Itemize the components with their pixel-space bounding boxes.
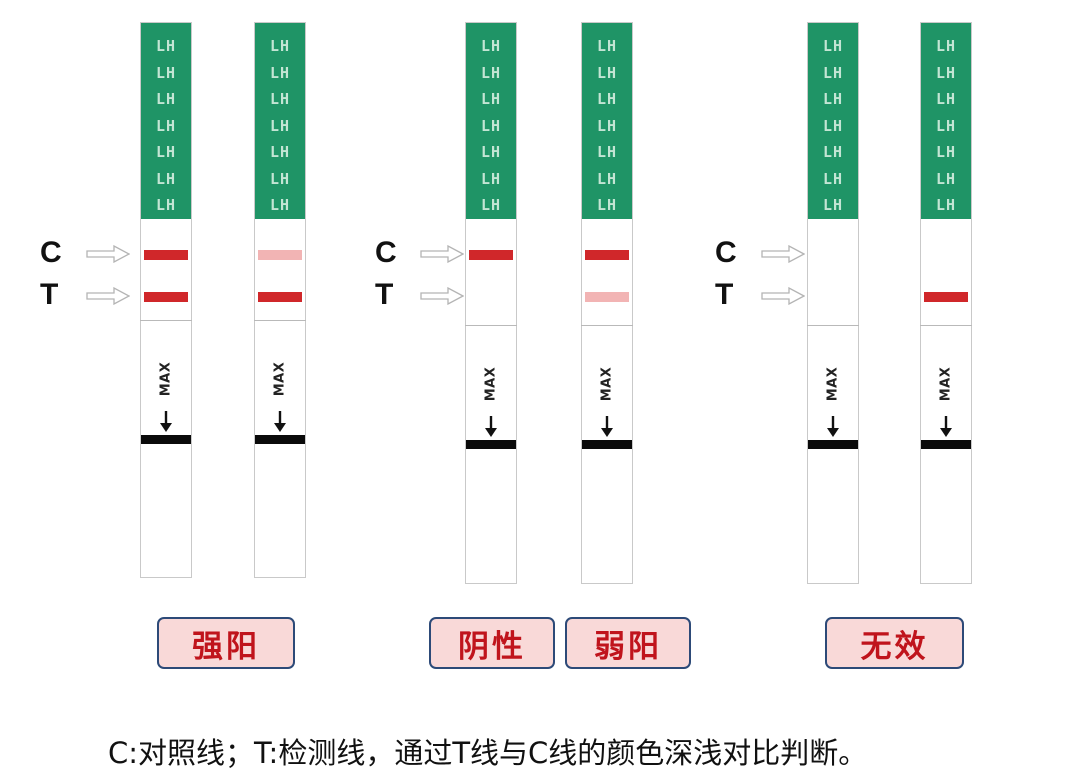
control-marker-letter: C bbox=[375, 236, 397, 269]
result-label: 无效 bbox=[825, 617, 964, 669]
max-line bbox=[808, 440, 858, 449]
strip-head: LH LH LH LH LH LH LH bbox=[141, 23, 191, 219]
test-line bbox=[585, 292, 629, 302]
strip-label: LH bbox=[155, 169, 177, 188]
strip-label: LH bbox=[155, 37, 177, 55]
test-marker-letter: T bbox=[375, 278, 394, 311]
strip-label: LH bbox=[269, 63, 291, 82]
strip-label: LH bbox=[596, 169, 618, 188]
strip-label: LH bbox=[480, 169, 502, 188]
strip-label: LH bbox=[155, 90, 177, 108]
strip-head: LH LH LH LH LH LH LH bbox=[466, 23, 516, 219]
strip-label: LH bbox=[596, 63, 618, 82]
result-label: 强阳 bbox=[157, 617, 295, 669]
strip-head: LH LH LH LH LH LH LH bbox=[808, 23, 858, 219]
arrow-down-icon bbox=[601, 416, 613, 437]
strip-label: LH bbox=[596, 196, 618, 214]
max-line bbox=[255, 435, 305, 444]
max-line bbox=[141, 435, 191, 444]
max-line bbox=[921, 440, 971, 449]
arrow-down-icon bbox=[485, 416, 497, 437]
strip-label: LH bbox=[935, 37, 957, 55]
arrow-down-icon bbox=[274, 411, 286, 432]
strip-label: LH bbox=[596, 37, 618, 55]
strip-head: LH LH LH LH LH LH LH bbox=[921, 23, 971, 219]
strip-label: LH bbox=[480, 90, 502, 108]
strip-label: LH bbox=[155, 143, 177, 161]
strip-label: LH bbox=[155, 196, 177, 214]
strip-label: LH bbox=[822, 196, 844, 214]
strip-label: LH bbox=[480, 116, 502, 135]
strip-label: LH bbox=[822, 169, 844, 188]
strip-divider bbox=[581, 325, 633, 326]
strip-divider bbox=[465, 325, 517, 326]
strip-label: LH bbox=[822, 37, 844, 55]
test-marker-letter: T bbox=[715, 278, 734, 311]
control-line bbox=[258, 250, 302, 260]
strip-label: LH bbox=[935, 90, 957, 108]
arrow-right-icon bbox=[761, 245, 805, 263]
result-label: 阴性 bbox=[429, 617, 555, 669]
arrow-right-icon bbox=[86, 245, 130, 263]
strip-label: LH bbox=[822, 143, 844, 161]
strip-label: LH bbox=[935, 63, 957, 82]
max-line bbox=[582, 440, 632, 449]
control-marker-letter: C bbox=[715, 236, 737, 269]
strip-head: LH LH LH LH LH LH LH bbox=[255, 23, 305, 219]
strip-label: LH bbox=[269, 116, 291, 135]
strip-label: LH bbox=[596, 143, 618, 161]
control-line bbox=[469, 250, 513, 260]
strip-label: LH bbox=[155, 116, 177, 135]
control-marker-letter: C bbox=[40, 236, 62, 269]
strip-label: LH bbox=[480, 196, 502, 214]
strip-label: LH bbox=[480, 63, 502, 82]
strip-label: LH bbox=[935, 169, 957, 188]
strip-label: LH bbox=[269, 196, 291, 214]
test-marker-letter: T bbox=[40, 278, 59, 311]
strip-label: LH bbox=[822, 90, 844, 108]
test-line bbox=[258, 292, 302, 302]
arrow-right-icon bbox=[420, 245, 464, 263]
arrow-down-icon bbox=[940, 416, 952, 437]
strip-label: LH bbox=[480, 143, 502, 161]
strip-divider bbox=[807, 325, 859, 326]
strip-label: LH bbox=[269, 143, 291, 161]
arrow-down-icon bbox=[827, 416, 839, 437]
max-line bbox=[466, 440, 516, 449]
caption: C:对照线；T:检测线，通过T线与C线的颜色深浅对比判断。 bbox=[108, 736, 868, 770]
result-label: 弱阳 bbox=[565, 617, 691, 669]
arrow-right-icon bbox=[86, 287, 130, 305]
strip-label: LH bbox=[596, 90, 618, 108]
arrow-down-icon bbox=[160, 411, 172, 432]
strip-label: LH bbox=[596, 116, 618, 135]
strip-divider bbox=[920, 325, 972, 326]
arrow-right-icon bbox=[420, 287, 464, 305]
arrow-right-icon bbox=[761, 287, 805, 305]
strip-label: LH bbox=[269, 37, 291, 55]
strip-label: LH bbox=[269, 90, 291, 108]
strip-label: LH bbox=[822, 63, 844, 82]
strip-label: LH bbox=[935, 196, 957, 214]
strip-label: LH bbox=[822, 116, 844, 135]
strip-label: LH bbox=[155, 63, 177, 82]
strip-label: LH bbox=[480, 37, 502, 55]
test-line bbox=[144, 292, 188, 302]
control-line bbox=[144, 250, 188, 260]
strip-label: LH bbox=[269, 169, 291, 188]
control-line bbox=[585, 250, 629, 260]
strip-label: LH bbox=[935, 143, 957, 161]
strip-head: LH LH LH LH LH LH LH bbox=[582, 23, 632, 219]
test-line bbox=[924, 292, 968, 302]
strip-divider bbox=[140, 320, 192, 321]
strip-label: LH bbox=[935, 116, 957, 135]
strip-divider bbox=[254, 320, 306, 321]
